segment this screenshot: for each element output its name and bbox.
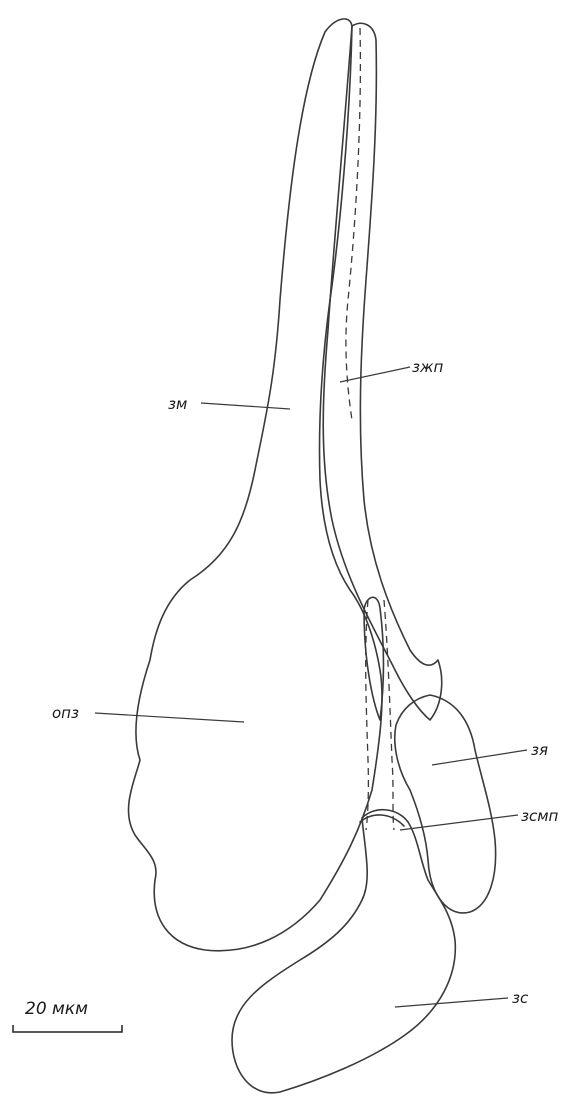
central-dashed-line: [366, 600, 369, 830]
label-zs: зс: [512, 989, 529, 1007]
scale-bar: [13, 1025, 122, 1032]
leader-zm: [201, 403, 290, 409]
duct-dashed-line: [346, 28, 360, 420]
label-zya: зя: [531, 741, 548, 759]
bottom-pouch: [232, 810, 455, 1093]
label-zm: зм: [168, 395, 187, 413]
scale-bar-label: 20 мкм: [25, 999, 88, 1019]
label-opz: опз: [52, 704, 79, 722]
leader-zya: [432, 750, 527, 765]
leader-zzhp: [340, 367, 410, 382]
label-zsmp: зсмп: [521, 807, 559, 825]
leader-zsmp: [400, 815, 518, 830]
right-lobe: [395, 695, 496, 913]
central-dashed-line-2: [384, 600, 394, 830]
main-gland-body: [129, 19, 382, 951]
label-zzhp: зжп: [412, 358, 443, 376]
leader-opz: [95, 713, 244, 722]
leader-zs: [395, 998, 508, 1007]
